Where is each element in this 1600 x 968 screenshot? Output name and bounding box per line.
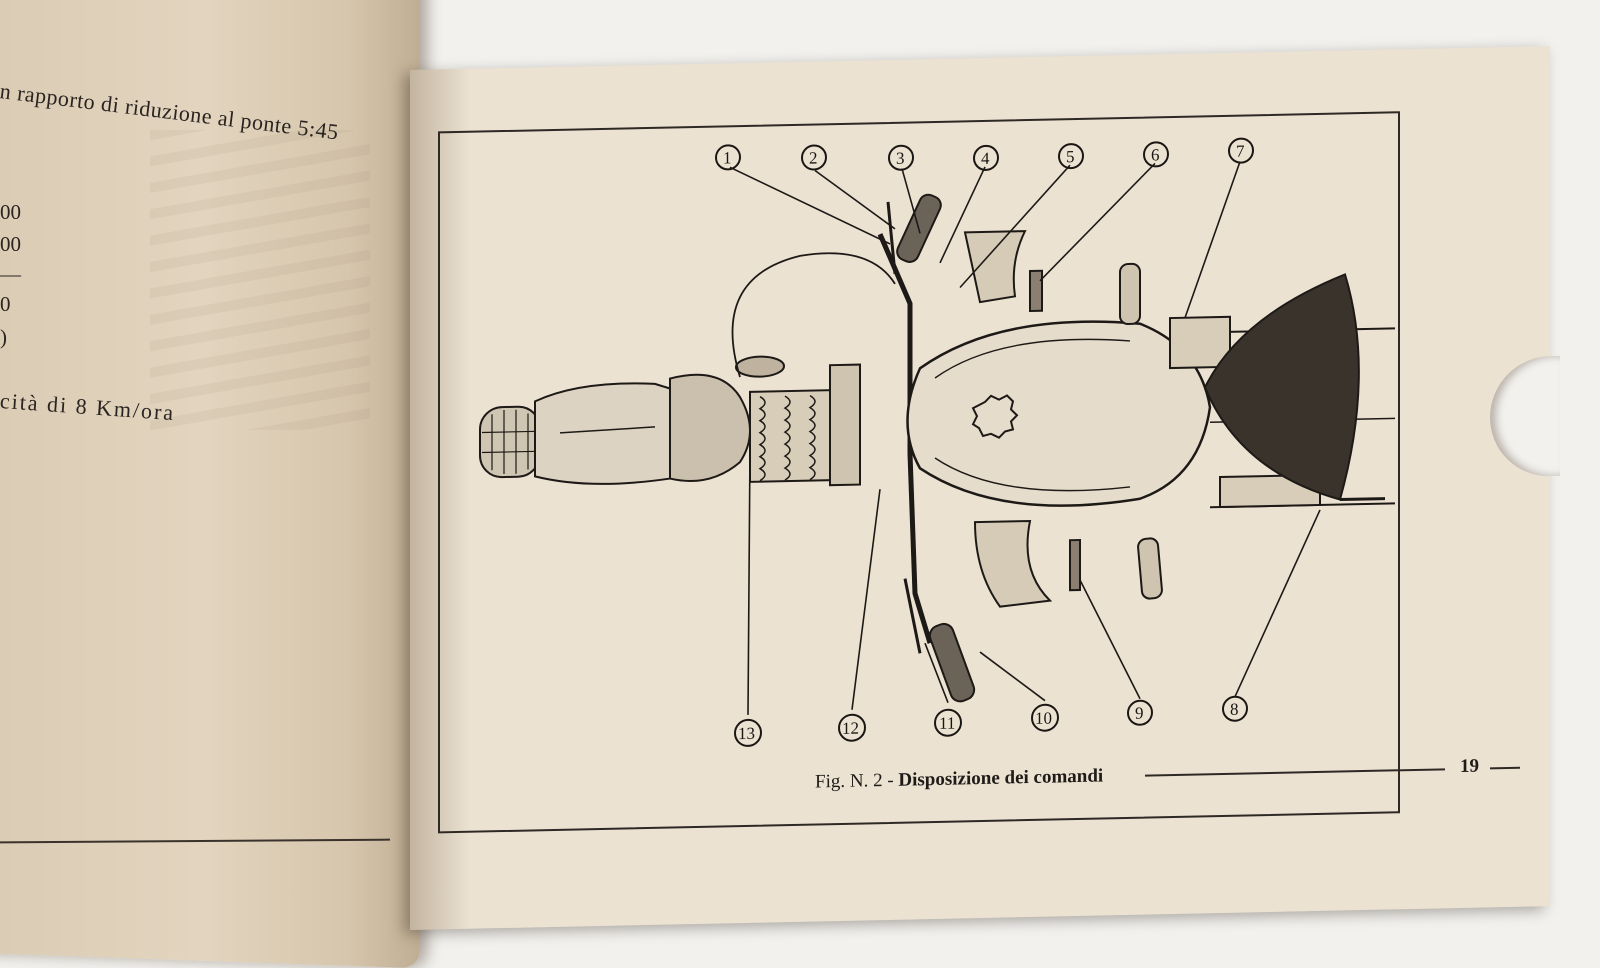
callout-8: 8 [1222,695,1248,722]
fuel-tank [906,320,1212,507]
svg-text:2: 2 [809,148,817,167]
page-number: 19 [1460,755,1479,778]
fork-springs [749,363,861,487]
callout-5: 5 [1058,143,1084,170]
number-line: 0 [0,292,11,316]
saddle [1203,273,1360,501]
handlebar [877,233,933,644]
fuel-cap [971,394,1019,439]
callout-12: 12 [838,713,866,742]
callout-13: 13 [734,718,762,747]
motorcycle-controls-drawing: 1 2 3 4 5 6 7 8 9 10 11 12 13 [479,137,1395,747]
lower-grip [928,622,976,703]
svg-text:11: 11 [939,714,955,733]
right-page: 1 2 3 4 5 6 7 8 9 10 11 12 13 Fig. N. 2 … [410,46,1560,931]
svg-text:10: 10 [1035,709,1052,728]
callout-11: 11 [934,708,962,737]
page-tab-notch [1490,355,1560,478]
svg-text:8: 8 [1230,700,1238,719]
lower-footboard [973,519,1053,608]
front-tire [479,405,541,479]
svg-text:6: 6 [1151,145,1159,164]
number-rule: — [0,262,21,286]
svg-text:5: 5 [1066,147,1074,166]
callout-leaders [729,161,1321,715]
svg-text:4: 4 [981,149,990,168]
caption-title: Disposizione dei comandi [898,765,1104,791]
number-line: 00 [0,232,21,256]
callout-10: 10 [1031,703,1059,732]
front-mudguard [534,382,671,485]
callout-9: 9 [1127,699,1153,726]
callout-6: 6 [1143,141,1169,168]
headlamp [669,373,751,482]
number-line: ) [0,325,7,349]
bleed-through-text [150,130,370,430]
upper-footboard [963,230,1027,304]
svg-text:3: 3 [896,149,904,168]
svg-text:7: 7 [1236,142,1245,161]
number-line: 00 [0,200,21,224]
callout-3: 3 [888,144,914,171]
callout-7: 7 [1228,137,1254,164]
footer-rule-right [1490,766,1520,770]
callout-4: 4 [973,144,999,171]
callout-1: 1 [715,144,741,171]
svg-text:13: 13 [738,724,755,743]
svg-text:1: 1 [723,148,731,167]
caption-prefix: Fig. N. 2 - [815,769,899,793]
svg-text:12: 12 [842,719,859,738]
svg-text:9: 9 [1135,704,1143,723]
callout-2: 2 [801,144,827,171]
